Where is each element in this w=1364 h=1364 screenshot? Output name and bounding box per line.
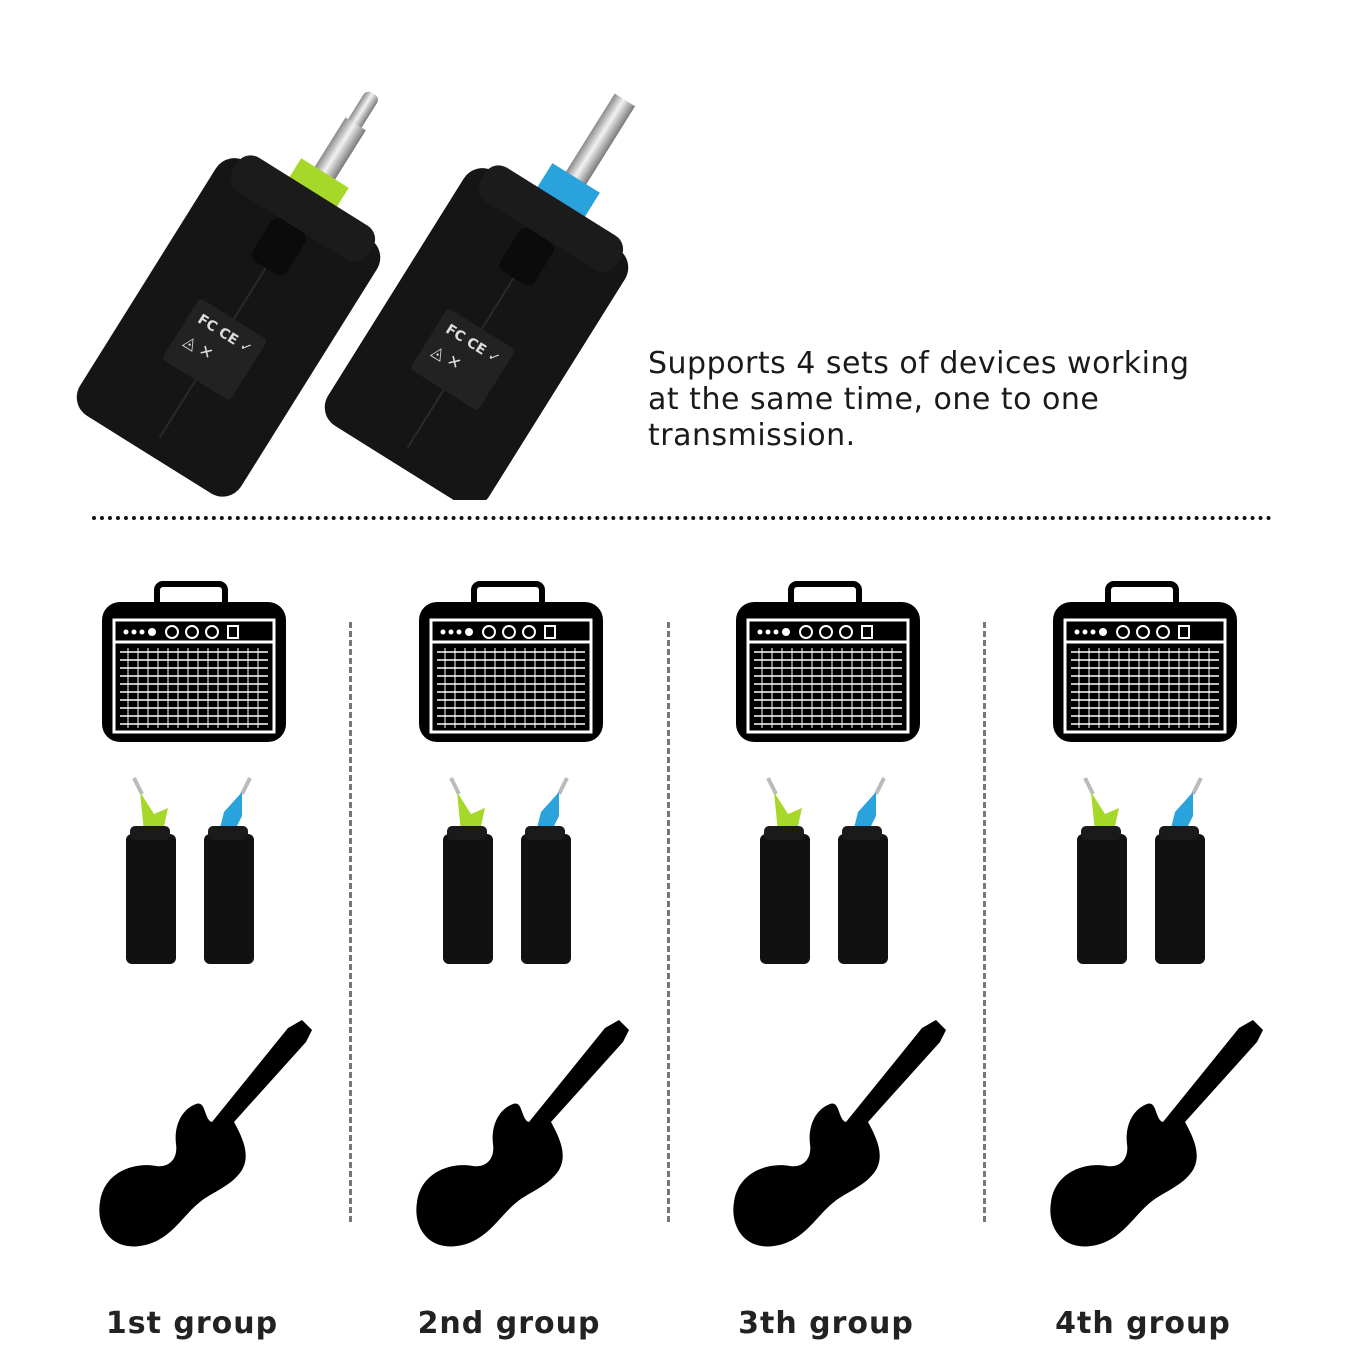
- hero-devices: FC CE ✓ ◬ ✕ FC CE ✓ ◬ ✕: [76, 91, 636, 500]
- transmitter-device: [126, 777, 176, 964]
- group-divider-1: [349, 622, 352, 1222]
- headline-line-2: at the same time, one to one: [648, 382, 1100, 417]
- electric-guitar-icon: [99, 1020, 312, 1247]
- headline-line-3: transmission.: [648, 418, 856, 453]
- electric-guitar-icon: [1050, 1020, 1263, 1247]
- group-graphics: [416, 581, 629, 1247]
- group-divider-2: [667, 622, 670, 1222]
- amplifier-icon: [102, 581, 286, 742]
- group-label: 1st group: [105, 1306, 279, 1341]
- transmitter-device: [1077, 777, 1127, 964]
- section-divider: [92, 516, 1272, 520]
- amplifier-icon: [1053, 581, 1237, 742]
- transmitter-device: [760, 777, 810, 964]
- amplifier-icon: [419, 581, 603, 742]
- amplifier-icon: [736, 581, 920, 742]
- receiver-device-large: FC CE ✓ ◬ ✕: [324, 93, 636, 500]
- group-2: 2nd group: [359, 580, 659, 1360]
- electric-guitar-icon: [733, 1020, 946, 1247]
- group-3: 3th group: [676, 580, 976, 1360]
- receiver-device: [838, 777, 888, 964]
- group-graphics: [733, 581, 946, 1247]
- group-label: 4th group: [1055, 1306, 1231, 1341]
- group-divider-3: [983, 622, 986, 1222]
- group-graphics: [99, 581, 312, 1247]
- headline: Supports 4 sets of devices working at th…: [648, 346, 1268, 454]
- receiver-device: [204, 777, 254, 964]
- receiver-device: [1155, 777, 1205, 964]
- group-graphics: [1050, 581, 1263, 1247]
- group-label: 2nd group: [417, 1306, 601, 1341]
- headline-line-1: Supports 4 sets of devices working: [648, 346, 1190, 381]
- receiver-device: [521, 777, 571, 964]
- group-4: 4th group: [993, 580, 1293, 1360]
- group-1: 1st group: [42, 580, 342, 1360]
- group-label: 3th group: [738, 1306, 914, 1341]
- transmitter-device-large: FC CE ✓ ◬ ✕: [76, 91, 381, 497]
- transmitter-device: [443, 777, 493, 964]
- electric-guitar-icon: [416, 1020, 629, 1247]
